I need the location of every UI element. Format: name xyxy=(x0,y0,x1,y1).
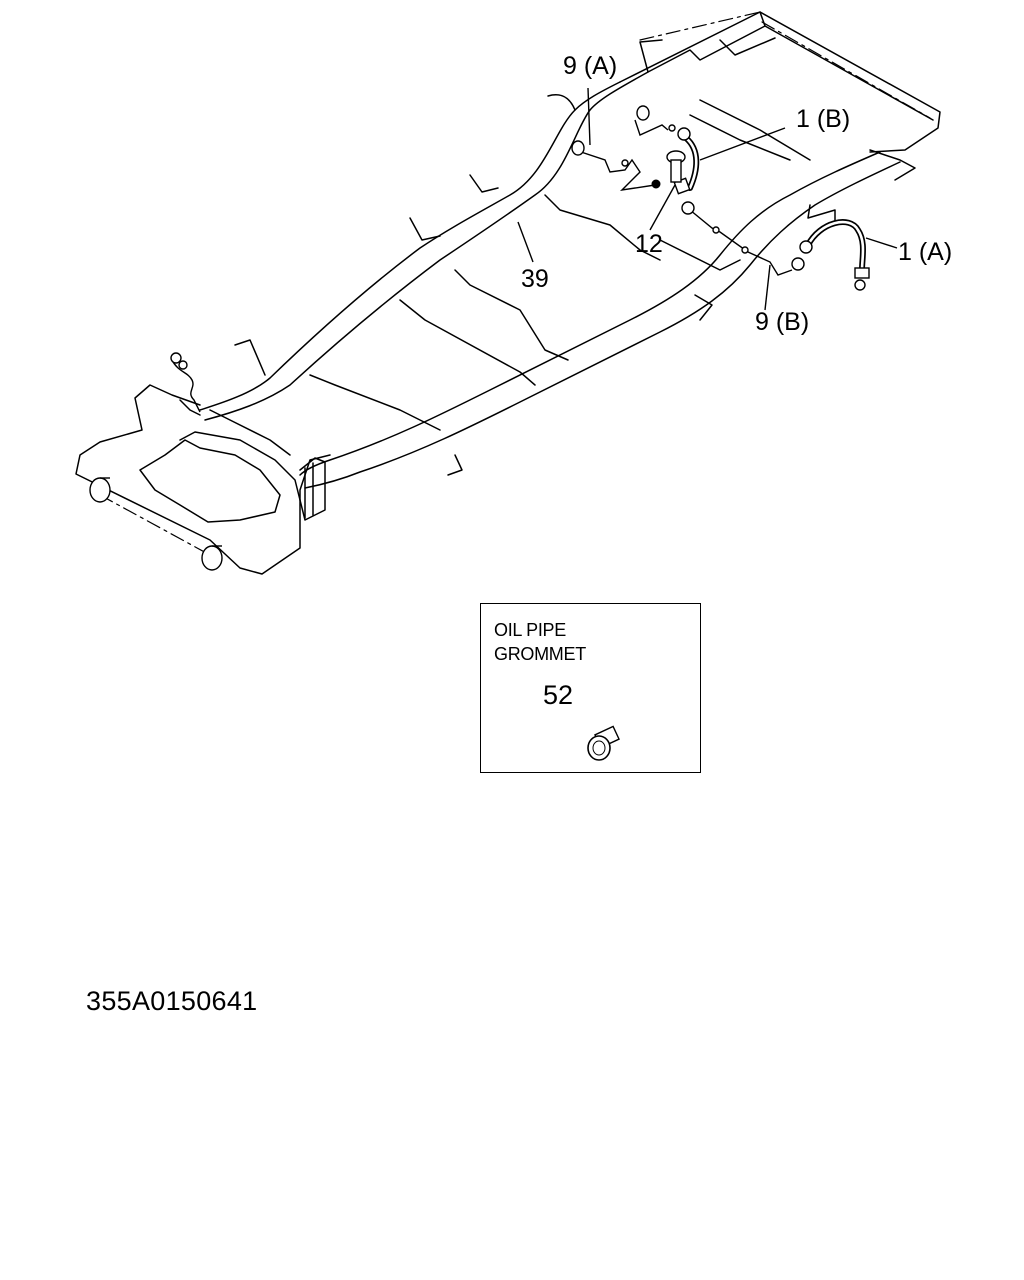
callout-9a: 9 (A) xyxy=(563,52,617,80)
brake-pipe-9b xyxy=(689,209,793,276)
inset-title: OIL PIPE GROMMET xyxy=(494,618,586,666)
brake-hose-1b xyxy=(651,127,700,215)
inset-part-number: 52 xyxy=(543,680,574,710)
frame-end-tubes xyxy=(89,477,223,571)
callout-1b: 1 (B) xyxy=(796,105,850,133)
callout-12: 12 xyxy=(635,230,663,258)
inset-title-line2: GROMMET xyxy=(494,644,586,664)
callout-9b: 9 (B) xyxy=(755,308,809,336)
callout-1a: 1 (A) xyxy=(898,238,952,266)
front-brake-pipe xyxy=(170,352,201,413)
grommet-inset-box: OIL PIPE GROMMET 52 xyxy=(480,603,701,773)
grommet-icon xyxy=(587,725,620,761)
inset-title-line1: OIL PIPE xyxy=(494,620,566,640)
brake-hose-1a xyxy=(791,219,870,291)
document-code: 355A0150641 xyxy=(86,986,258,1016)
vehicle-frame xyxy=(75,11,941,575)
callout-39: 39 xyxy=(521,265,549,293)
bolt-12 xyxy=(666,150,686,183)
brake-pipe-9a xyxy=(571,105,676,192)
callout-leaders xyxy=(517,87,898,311)
